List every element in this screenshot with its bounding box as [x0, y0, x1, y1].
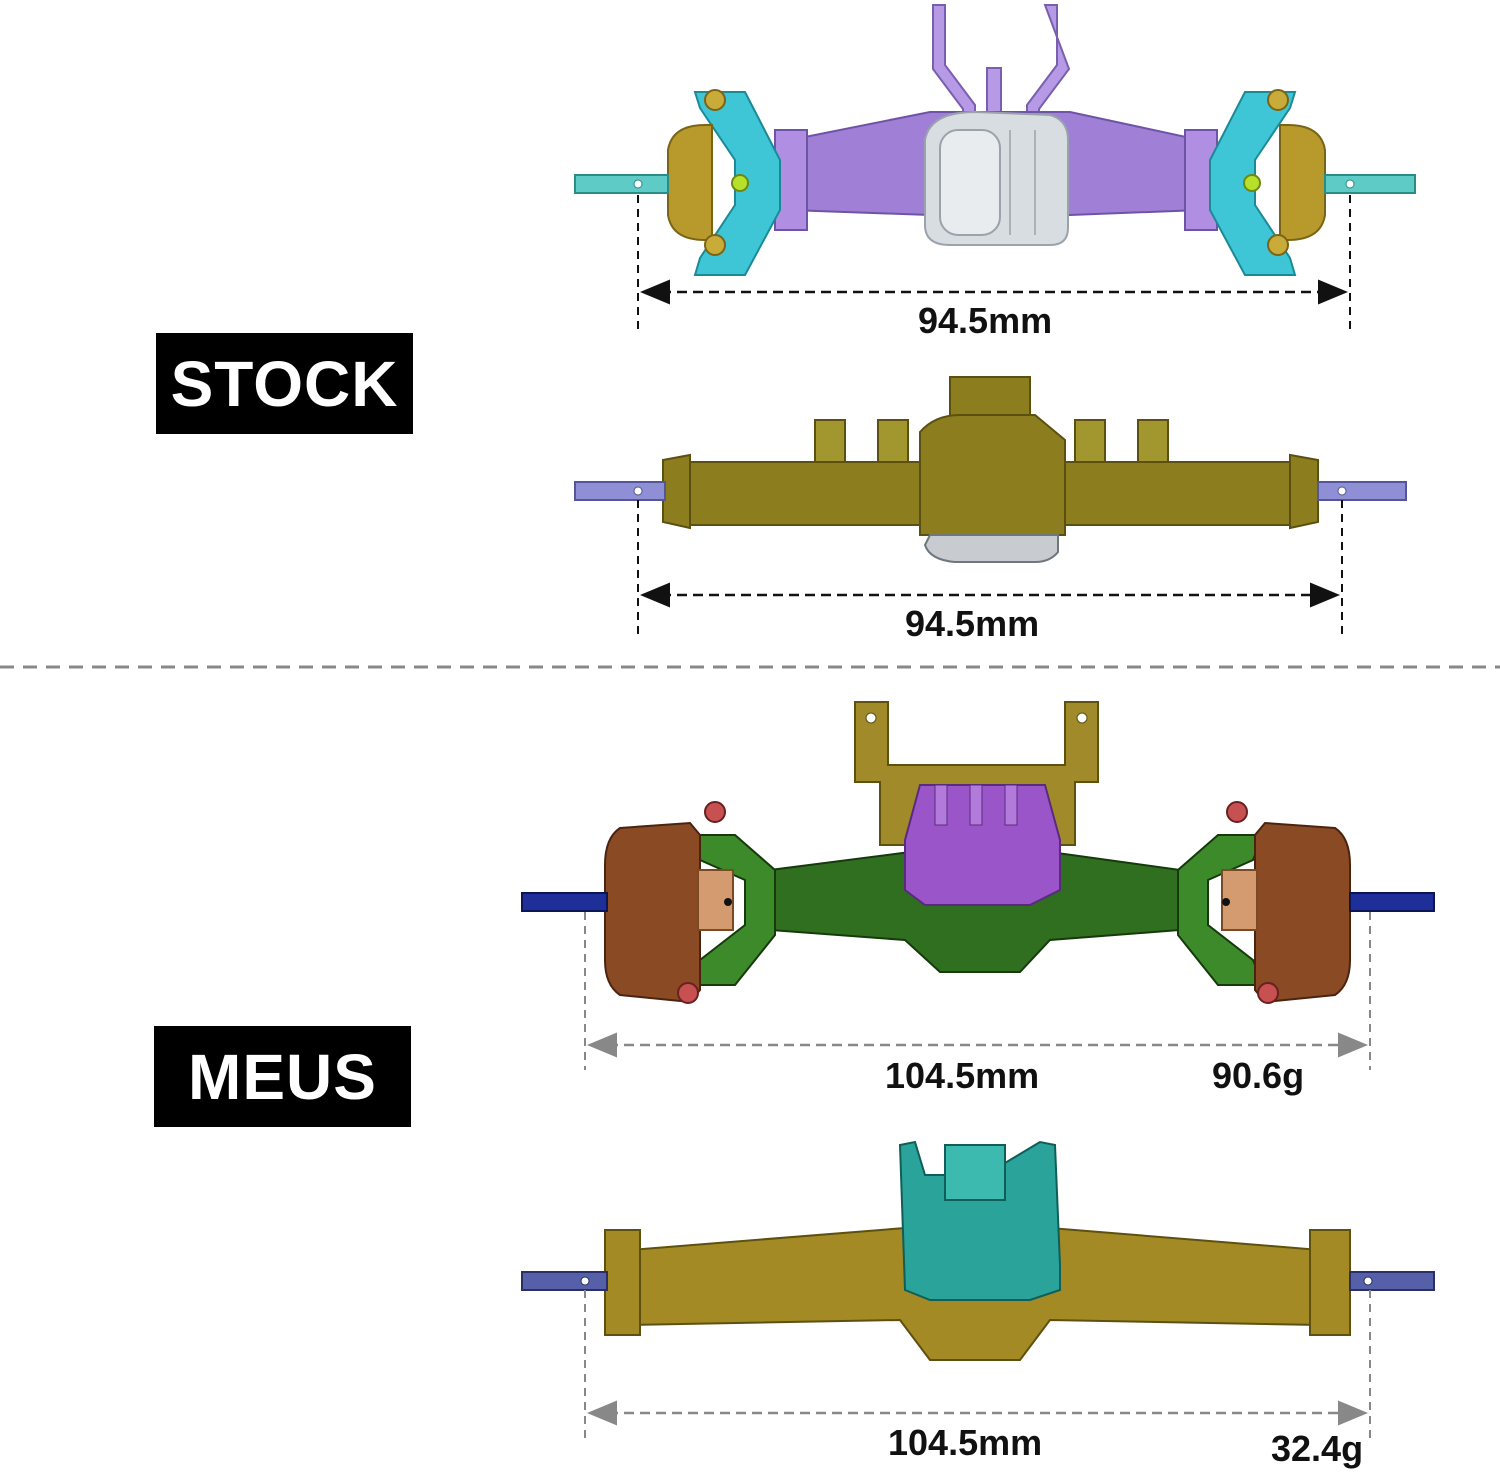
stock-rear-axle: [574, 376, 1407, 563]
stock-front-dimension: [637, 195, 1351, 330]
meus-rear-width-label: 104.5mm: [888, 1422, 1043, 1463]
stock-rear-dimension: [637, 500, 1343, 635]
meus-front-width-label: 104.5mm: [885, 1055, 1040, 1096]
meus-front-axle: [521, 701, 1435, 1004]
meus-rear-axle: [521, 1140, 1435, 1361]
meus-label: MEUS: [154, 1026, 411, 1127]
stock-front-axle: [574, 4, 1416, 276]
meus-front-dimension: [584, 912, 1371, 1070]
meus-rear-dimension: [584, 1290, 1371, 1440]
meus-rear-weight-label: 32.4g: [1271, 1428, 1364, 1469]
stock-rear-width-label: 94.5mm: [905, 603, 1040, 644]
meus-front-weight-label: 90.6g: [1212, 1055, 1305, 1096]
stock-front-width-label: 94.5mm: [918, 300, 1053, 341]
stock-label: STOCK: [156, 333, 413, 434]
